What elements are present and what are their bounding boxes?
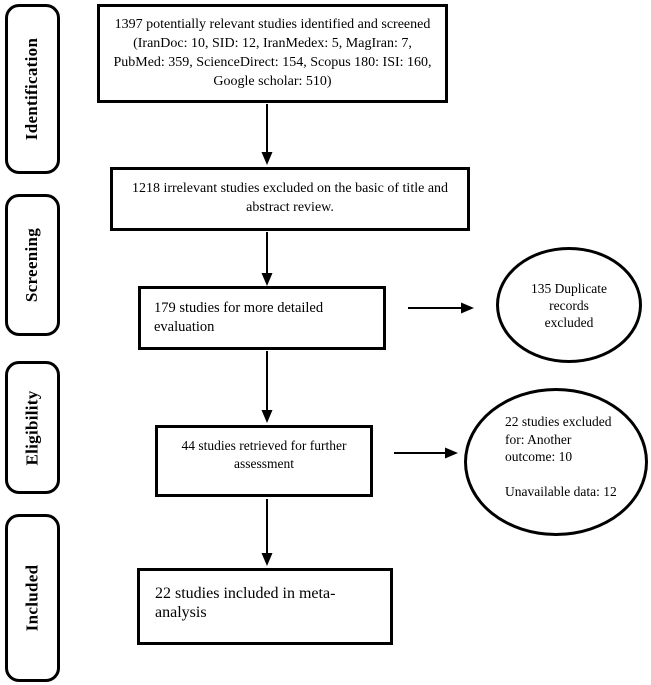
box-further-assessment-text: 44 studies retrieved for further assessm… [181, 438, 347, 471]
stage-eligibility: Eligibility [5, 361, 60, 494]
ellipse-duplicates-excluded: 135 Duplicate records excluded [496, 247, 642, 363]
duplicates-line: records [549, 297, 589, 313]
excluded-reasons-line: Unavailable data: 12 [505, 484, 617, 500]
stage-included-label: Included [22, 564, 42, 632]
duplicates-line: 135 Duplicate [530, 280, 608, 296]
stage-included: Included [5, 514, 60, 682]
right-arrow-1-icon [408, 302, 474, 314]
box-detailed-evaluation: 179 studies for more detailed evaluation [138, 286, 386, 350]
excluded-reasons-line: 22 studies excluded [505, 414, 612, 430]
stage-screening-label: Screening [22, 227, 42, 303]
down-arrow-3-icon [261, 351, 273, 423]
box-identified-studies: 1397 potentially relevant studies identi… [97, 4, 448, 103]
right-arrow-2-icon [394, 447, 458, 459]
ellipse-excluded-reasons: 22 studies excluded for: Another outcome… [464, 388, 648, 536]
box-title-abstract-excluded: 1218 irrelevant studies excluded on the … [110, 167, 470, 231]
ellipse-excluded-reasons-text: 22 studies excluded for: Another outcome… [467, 413, 645, 511]
down-arrow-2-icon [261, 232, 273, 286]
excluded-reasons-line: outcome: 10 [505, 449, 573, 465]
down-arrow-1-icon [261, 104, 273, 165]
duplicates-line: excluded [544, 314, 594, 330]
stage-identification: Identification [5, 4, 60, 174]
stage-screening: Screening [5, 194, 60, 336]
box-detailed-evaluation-text: 179 studies for more detailed evaluation [154, 300, 324, 335]
excluded-reasons-line [505, 466, 631, 484]
box-meta-analysis-included: 22 studies included in meta-analysis [137, 568, 393, 645]
box-further-assessment: 44 studies retrieved for further assessm… [155, 425, 373, 497]
stage-eligibility-label: Eligibility [22, 389, 42, 466]
box-meta-analysis-included-text: 22 studies included in meta-analysis [155, 585, 336, 621]
box-identified-studies-text: 1397 potentially relevant studies identi… [113, 17, 432, 89]
excluded-reasons-line: for: Another [505, 431, 572, 447]
box-title-abstract-excluded-text: 1218 irrelevant studies excluded on the … [131, 181, 449, 215]
ellipse-duplicates-excluded-text: 135 Duplicate records excluded [531, 280, 607, 331]
stage-identification-label: Identification [22, 37, 42, 141]
down-arrow-4-icon [261, 499, 273, 566]
